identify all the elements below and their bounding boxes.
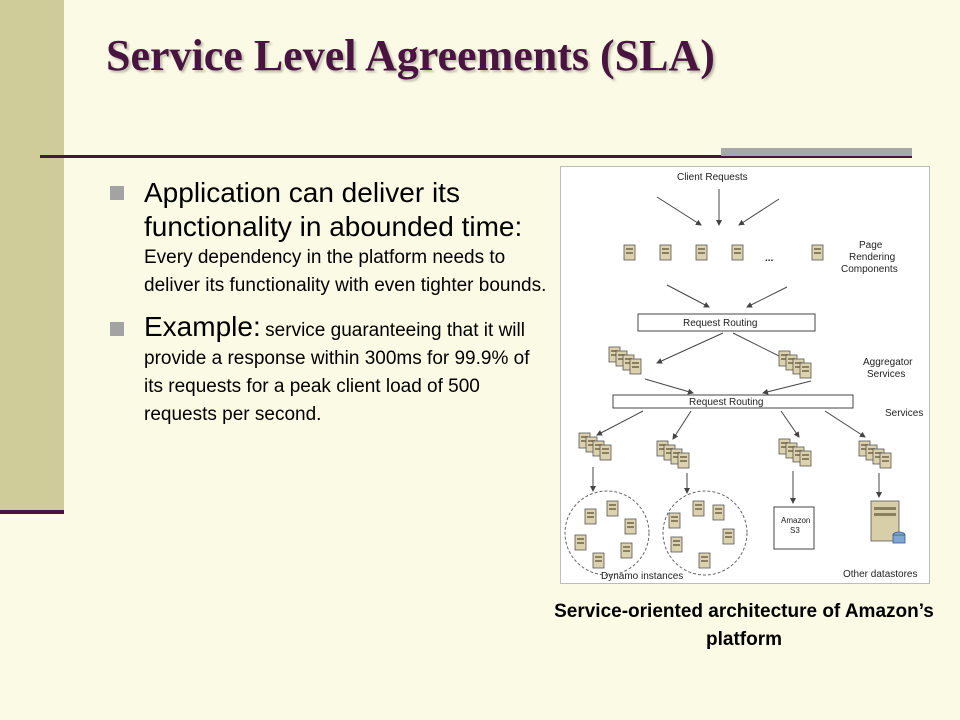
architecture-diagram: Client Requests ... Page Rendering Compo…	[560, 166, 930, 584]
bullet-detail: Every dependency in the platform needs t…	[144, 247, 547, 296]
dynamo-instances-label: Dynamo instances	[601, 571, 683, 582]
bullet-item: Example: service guaranteeing that it wi…	[108, 310, 548, 429]
aggregator-label-2: Services	[867, 369, 905, 380]
server-stack-icon	[859, 441, 891, 468]
dynamo-ring	[662, 490, 748, 576]
server-icon	[670, 536, 683, 553]
server-icon	[624, 518, 637, 535]
arrow	[656, 332, 724, 364]
client-requests-label: Client Requests	[677, 172, 748, 183]
title-underline	[40, 155, 912, 158]
title-underline-accent	[721, 148, 912, 156]
architecture-diagram-svg: Client Requests ... Page Rendering Compo…	[564, 172, 923, 582]
request-routing-label: Request Routing	[683, 318, 758, 329]
server-icon	[574, 534, 587, 551]
bullet-list: Application can deliver its functionalit…	[108, 176, 548, 439]
request-routing-box	[637, 313, 816, 332]
server-icon	[722, 528, 735, 545]
bullet-detail: service guaranteeing that it will provid…	[144, 320, 530, 425]
server-stack-icon	[779, 439, 811, 466]
arrow	[666, 284, 710, 308]
request-routing-label: Request Routing	[689, 397, 764, 408]
server-icon	[584, 508, 597, 525]
arrow	[644, 378, 694, 395]
slide-title: Service Level Agreements (SLA)	[106, 31, 715, 80]
bullet-square-icon	[110, 322, 124, 336]
amazon-s3-box	[773, 506, 815, 550]
page-rendering-label-2: Rendering	[849, 252, 895, 263]
server-stack-icon	[609, 347, 641, 374]
arrow	[596, 410, 644, 436]
server-icon	[695, 244, 708, 261]
ellipsis: ...	[765, 253, 774, 264]
page-rendering-label-3: Components	[841, 264, 898, 275]
arrow	[780, 410, 800, 438]
server-icon	[659, 244, 672, 261]
request-routing-box	[612, 394, 854, 409]
diagram-caption: Service-oriented architecture of Amazon’…	[554, 601, 934, 650]
services-label: Services	[885, 408, 923, 419]
server-icon	[668, 512, 681, 529]
arrow	[762, 380, 812, 395]
server-icon	[623, 244, 636, 261]
server-icon	[698, 552, 711, 569]
left-decor-band	[0, 0, 64, 512]
other-datastores-label: Other datastores	[843, 569, 917, 580]
arrow	[672, 410, 692, 440]
server-icon	[731, 244, 744, 261]
arrow	[656, 196, 702, 226]
server-icon	[592, 552, 605, 569]
page-rendering-label-1: Page	[859, 240, 883, 251]
server-icon	[606, 500, 619, 517]
server-stack-icon	[779, 351, 811, 378]
server-icon	[712, 504, 725, 521]
server-stack-icon	[579, 433, 611, 460]
bullet-item: Application can deliver its functionalit…	[108, 176, 548, 300]
server-icon	[620, 542, 633, 559]
dynamo-ring	[564, 490, 650, 576]
server-icon	[811, 244, 824, 261]
amazon-s3-label-1: Amazon	[781, 516, 810, 525]
arrow	[738, 198, 780, 226]
server-icon	[692, 500, 705, 517]
arrow	[746, 286, 788, 308]
bullet-lead: Example:	[144, 311, 261, 342]
left-decor-line	[0, 510, 64, 514]
arrow	[824, 410, 866, 438]
server-stack-icon	[657, 441, 689, 468]
bullet-lead: Application can deliver its functionalit…	[144, 177, 523, 242]
amazon-s3-label-2: S3	[790, 526, 800, 535]
bullet-square-icon	[110, 186, 124, 200]
aggregator-label-1: Aggregator	[863, 357, 913, 368]
